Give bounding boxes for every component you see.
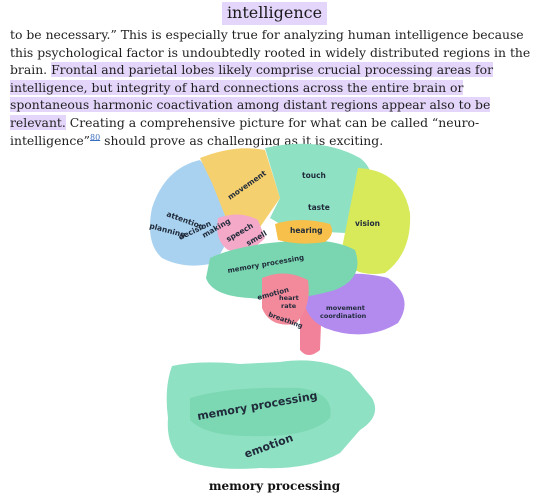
page-title: intelligence [221,2,328,25]
label-heart: heart [279,294,299,302]
paragraph-text-3: should prove as challenging as it is exc… [100,132,384,148]
page-header: intelligence [0,2,549,25]
parietal-lobe-region [265,143,372,233]
figure-caption: memory processing [0,479,549,493]
hearing-region [275,220,333,244]
frontal-lobe-region [149,160,232,266]
highlighted-text[interactable]: Frontal and parietal lobes likely compri… [10,62,494,130]
body-paragraph: to be necessary.” This is especially tru… [10,26,544,149]
label-movement-coordination-2: coordination [320,312,367,320]
motor-cortex-region [200,148,280,230]
memory-zoom-diagram[interactable]: memory processing emotion [160,358,390,478]
temporal-lobe-region [206,240,358,300]
label-taste: taste [308,203,330,212]
label-movement-coordination-1: movement [326,304,365,312]
label-vision: vision [355,219,380,228]
brain-diagram[interactable]: attention planning decision making movem… [140,138,420,363]
caption-text: memory processing [208,479,341,493]
label-rate: rate [281,302,297,310]
paragraph-text: to be necessary.” This is especially tru… [10,27,531,78]
speech-region [217,214,265,252]
footnote-link[interactable]: 80 [90,132,101,142]
paragraph-text-2: Creating a comprehensive picture for wha… [10,114,480,148]
occipital-lobe-region [340,168,411,274]
label-hearing: hearing [290,226,322,235]
limbic-region [262,273,309,325]
label-touch: touch [302,171,326,180]
zoom-highlight [190,387,331,437]
